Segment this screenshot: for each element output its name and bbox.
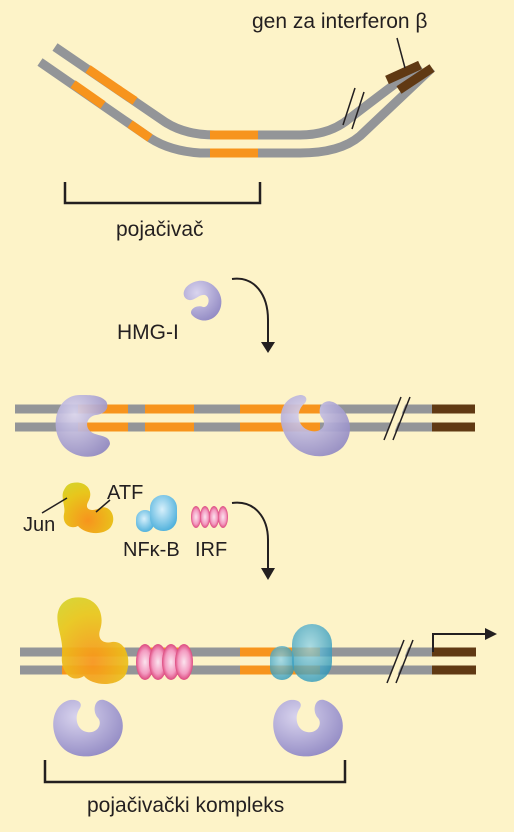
complex-label: pojačivački kompleks [87, 794, 285, 817]
break-mark-lines [386, 639, 414, 684]
enhancer-label: pojačivač [116, 218, 204, 241]
break-mark [388, 638, 411, 685]
dna-strand-upper [52, 43, 423, 140]
nfkb-label: NFκ-B [123, 539, 180, 561]
gene-segment [432, 404, 475, 432]
transcription-start-arrow-head [485, 628, 497, 640]
enhancer-sites [70, 65, 258, 158]
break-mark-lines [383, 396, 411, 441]
hmg-protein-icon [183, 280, 222, 321]
break-mark [342, 87, 365, 130]
nfkb-bound [270, 624, 332, 682]
gene-pointer-line [396, 37, 406, 69]
dna-strand-lower [37, 58, 436, 158]
atf-pointer-line [95, 499, 111, 513]
transcription-start-arrow [432, 633, 487, 652]
hmg-bound-right [280, 395, 351, 457]
irf-free [191, 506, 228, 528]
hmg-released-right [273, 699, 343, 757]
hmg-free [183, 280, 222, 321]
arrow-step-1-head [261, 342, 275, 353]
hmg-bound-left [55, 395, 110, 457]
atf-label: ATF [107, 482, 144, 504]
irf-label: IRF [195, 539, 228, 561]
arrow-step-2-head [261, 568, 275, 580]
break-mark [385, 395, 408, 442]
complex-bracket [43, 760, 347, 784]
arrow-step-1 [231, 277, 269, 345]
irf-bound [136, 644, 193, 680]
enhancer-bracket [63, 182, 262, 205]
jun-atf-free [62, 482, 114, 534]
gene-segment [385, 60, 435, 94]
nfkb-free [136, 495, 177, 532]
gene-label: gen za interferon β [252, 10, 428, 33]
hmg-label: HMG-I [117, 321, 179, 344]
jun-atf-bound [57, 597, 129, 684]
jun-pointer-line [41, 497, 68, 514]
arrow-step-2 [231, 501, 269, 570]
bent-dna [37, 37, 436, 205]
gene-segment [432, 647, 476, 675]
hmg-released-left [53, 699, 123, 757]
jun-label: Jun [23, 514, 56, 536]
